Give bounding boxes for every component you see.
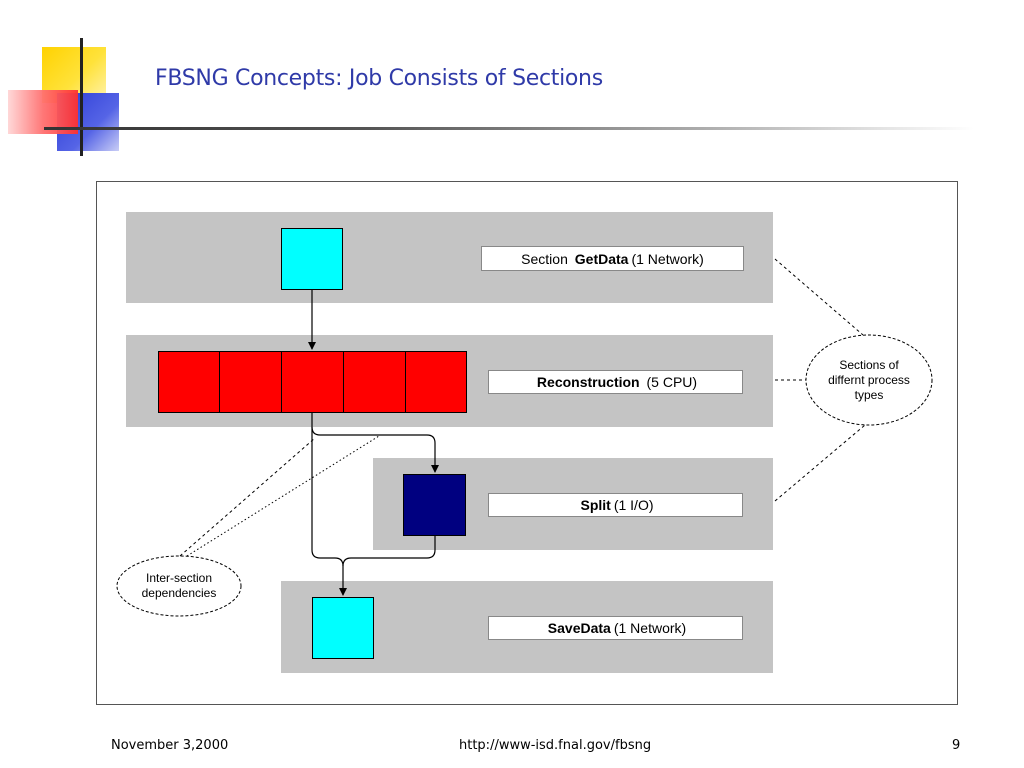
pointer-dependency-1: [179, 437, 316, 557]
callout-process-types: Sections of differnt process types: [806, 358, 932, 403]
callout-line: differnt process: [828, 373, 910, 387]
pointer-to-getdata: [774, 258, 864, 336]
diagram-connectors: [116, 258, 933, 617]
section-label-reconstruction: Reconstruction (5 CPU): [488, 370, 743, 394]
cloud-dependencies: [116, 555, 242, 617]
callout-line: types: [854, 388, 884, 402]
reconstruction-process-node-3: [281, 351, 344, 413]
section-label-savedata: SaveData (1 Network): [488, 616, 743, 640]
footer-page-number: 9: [952, 738, 961, 753]
section-label-name: Reconstruction: [536, 374, 640, 390]
diagram-frame: Section GetData (1 Network) Reconstructi…: [96, 181, 958, 705]
section-label-name: Split: [580, 497, 611, 513]
section-label-getdata: Section GetData (1 Network): [481, 246, 744, 271]
section-label-suffix: (1 Network): [613, 620, 687, 636]
section-label-suffix: (1 Network): [631, 250, 704, 267]
callout-line: Sections of: [839, 358, 899, 372]
section-label-name: GetData: [574, 250, 629, 267]
callout-line: dependencies: [141, 586, 217, 600]
footer-date: November 3,2000: [111, 738, 229, 753]
slide-title: FBSNG Concepts: Job Consists of Sections: [155, 66, 603, 91]
section-label-name: SaveData: [547, 620, 611, 636]
getdata-process-node: [281, 228, 343, 290]
reconstruction-process-node-1: [158, 351, 220, 413]
logo-red-bar: [8, 90, 78, 134]
reconstruction-process-node-2: [219, 351, 282, 413]
savedata-process-node: [312, 597, 374, 659]
callout-line: Inter-section: [145, 571, 213, 585]
footer-url: http://www-isd.fnal.gov/fbsng: [459, 738, 652, 753]
reconstruction-process-node-4: [343, 351, 406, 413]
arrow-split-to-savedata: [342, 536, 436, 567]
arrow-reconstruction-to-split: [311, 413, 439, 473]
arrow-reconstruction-to-savedata: [311, 427, 347, 596]
title-underline: [44, 127, 974, 130]
section-label-suffix: (5 CPU): [642, 374, 698, 390]
section-label-split: Split (1 I/O): [488, 493, 743, 517]
section-label-prefix: Section: [521, 250, 572, 267]
pointer-to-split: [774, 424, 866, 502]
logo-vertical-rule: [80, 38, 83, 156]
callout-dependencies: Inter-section dependencies: [118, 571, 240, 601]
pointer-dependency-2: [186, 435, 380, 557]
section-label-suffix: (1 I/O): [613, 497, 654, 513]
split-process-node: [403, 474, 466, 536]
reconstruction-process-node-5: [405, 351, 467, 413]
